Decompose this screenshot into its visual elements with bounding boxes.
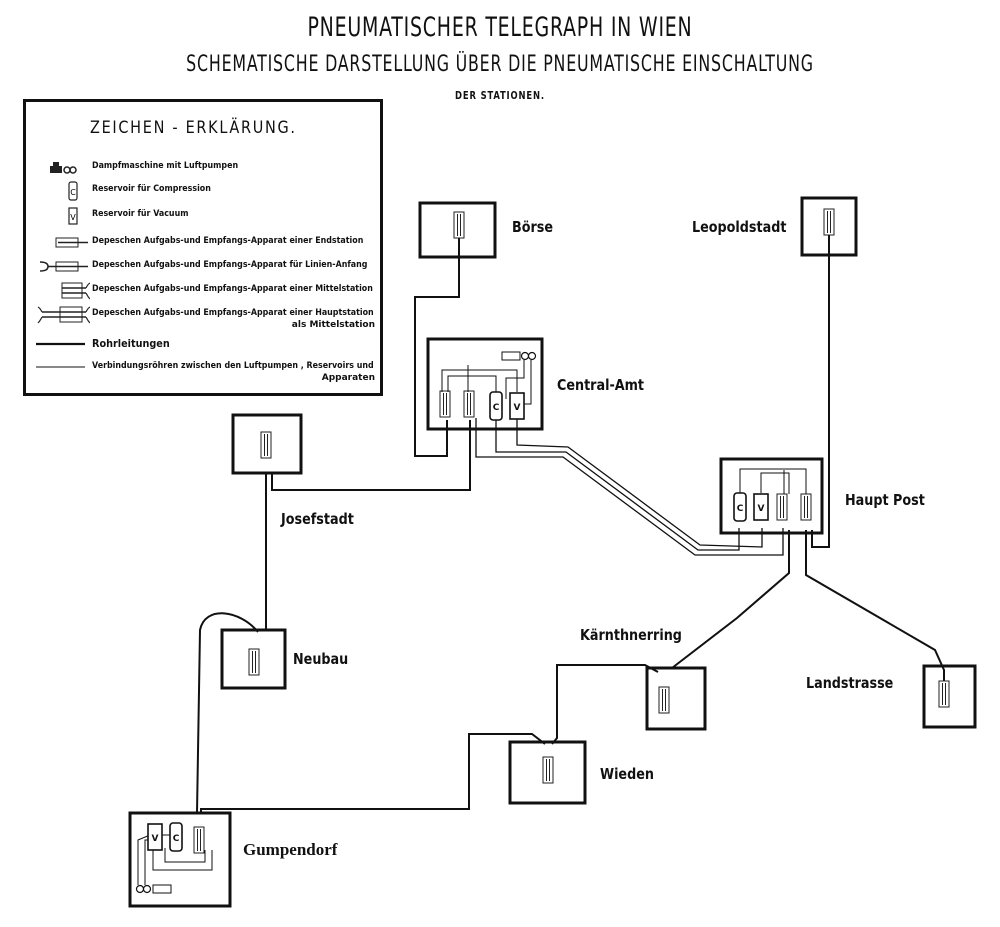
- pipe-leopoldstadt-hauptpost: [811, 232, 830, 548]
- legend-title: ZEICHEN - ERKLÄRUNG.: [90, 118, 297, 138]
- steam-engine-central: [501, 351, 537, 361]
- pipe-central-josefstadt: [271, 420, 471, 491]
- apparatus-gumpendorf: [193, 826, 205, 854]
- pipe-hauptpost-kaernthnerring: [671, 530, 790, 669]
- station-label-gumpendorf: Gumpendorf: [243, 840, 338, 859]
- svg-text:V: V: [70, 213, 76, 222]
- legend-item-vacuum: V Reservoir für Vacuum: [26, 206, 381, 226]
- pipe-boerse-central: [414, 233, 460, 457]
- reservoir-glyph: V: [152, 834, 159, 844]
- diagram-title: PNEUMATISCHER TELEGRAPH IN WIEN: [307, 12, 693, 43]
- legend-item-compression: C Reservoir für Compression: [26, 181, 381, 201]
- station-label-boerse: Börse: [512, 218, 554, 236]
- legend: ZEICHEN - ERKLÄRUNG. Dampfmaschine mit L…: [23, 99, 383, 396]
- vacuum-reservoir-icon: V: [68, 207, 78, 225]
- diagram-subtitle: SCHEMATISCHE DARSTELLUNG ÜBER DIE PNEUMA…: [186, 52, 814, 77]
- thin-line-icon: [36, 366, 85, 368]
- intermediate-station-apparatus-icon: [61, 282, 90, 300]
- reservoirs: [147, 391, 769, 852]
- apparatus-boerse: [453, 211, 465, 239]
- apparatus-landstrasse: [938, 680, 950, 708]
- station-box-kaernthnerring[interactable]: [645, 666, 707, 731]
- legend-item-end-station: Depeschen Aufgabs-und Empfangs-Apparat e…: [26, 233, 381, 253]
- station-box-landstrasse[interactable]: [922, 664, 977, 729]
- station-label-josefstadt: Josefstadt: [281, 510, 354, 528]
- apparatus-wieden: [542, 756, 554, 784]
- end-station-apparatus-icon: [55, 237, 88, 248]
- station-label-landstrasse: Landstrasse: [806, 674, 894, 692]
- reservoir-glyph: C: [493, 403, 500, 413]
- pipe-wieden-kaernthnerring: [551, 664, 659, 745]
- apparatus-leopoldstadt: [823, 208, 835, 236]
- steam-engine-gumpendorf: [135, 884, 172, 894]
- apparatus-neubau: [248, 648, 260, 676]
- compression-reservoir-icon: C: [68, 181, 78, 201]
- line-start-apparatus-icon: [39, 261, 88, 272]
- station-label-kaernthnerring: Kärnthnerring: [580, 626, 682, 644]
- station-label-wieden: Wieden: [600, 765, 654, 783]
- thick-line-icon: [36, 342, 85, 346]
- station-box-haupt-post[interactable]: [719, 457, 824, 535]
- apparatus-kaernthnerring: [658, 686, 670, 714]
- main-station-apparatus-icon: [37, 306, 90, 324]
- vacuum-reservoir-hauptpost: [753, 493, 769, 521]
- connection-tubes: [475, 418, 784, 556]
- legend-item-pipes: Rohrleitungen: [26, 334, 381, 354]
- station-box-josefstadt[interactable]: [231, 413, 303, 475]
- vacuum-reservoir-gumpendorf: [147, 823, 163, 851]
- reservoir-glyph: V: [514, 403, 521, 413]
- steam-engine-air-pumps-icon: [50, 162, 77, 174]
- station-label-central-amt: Central-Amt: [557, 376, 644, 394]
- svg-text:C: C: [70, 188, 76, 197]
- station-box-wieden[interactable]: [508, 740, 587, 805]
- station-boxes: [128, 196, 977, 908]
- internal-tubes: [137, 360, 807, 885]
- station-box-leopoldstadt[interactable]: [800, 196, 858, 257]
- station-box-gumpendorf[interactable]: [128, 811, 232, 908]
- station-box-central-amt[interactable]: [426, 337, 544, 431]
- reservoir-glyph: V: [758, 504, 765, 514]
- station-label-haupt-post: Haupt Post: [845, 491, 925, 509]
- station-label-leopoldstadt: Leopoldstadt: [692, 218, 787, 236]
- reservoir-glyph: C: [737, 504, 744, 514]
- reservoir-glyph: C: [173, 834, 180, 844]
- apparatus-hauptpost-2: [800, 493, 812, 521]
- apparatus-central-2: [463, 390, 475, 418]
- legend-item-line-start: Depeschen Aufgabs-und Empfangs-Apparat f…: [26, 257, 381, 277]
- station-box-neubau[interactable]: [220, 628, 287, 690]
- diagram-subtitle-line2: DER STATIONEN.: [455, 89, 545, 102]
- station-box-boerse[interactable]: [418, 201, 497, 259]
- legend-item-main-station: Depeschen Aufgabs-und Empfangs-Apparat e…: [26, 305, 381, 330]
- pipe-neubau-gumpendorf: [196, 612, 259, 814]
- apparatus-josefstadt: [260, 431, 272, 459]
- apparatus-central-1: [439, 390, 451, 418]
- legend-item-intermediate-station: Depeschen Aufgabs-und Empfangs-Apparat e…: [26, 281, 381, 301]
- apparatus-hauptpost-1: [776, 493, 788, 521]
- pipe-hauptpost-landstrasse: [805, 530, 945, 700]
- station-label-neubau: Neubau: [293, 650, 349, 668]
- legend-item-steam-engine: Dampfmaschine mit Luftpumpen: [26, 158, 381, 178]
- legend-item-connection-tubes: Verbindungsröhren zwischen den Luftpumpe…: [26, 358, 381, 383]
- vacuum-reservoir-central: [509, 392, 525, 420]
- pipe-gumpendorf-wieden: [200, 733, 546, 813]
